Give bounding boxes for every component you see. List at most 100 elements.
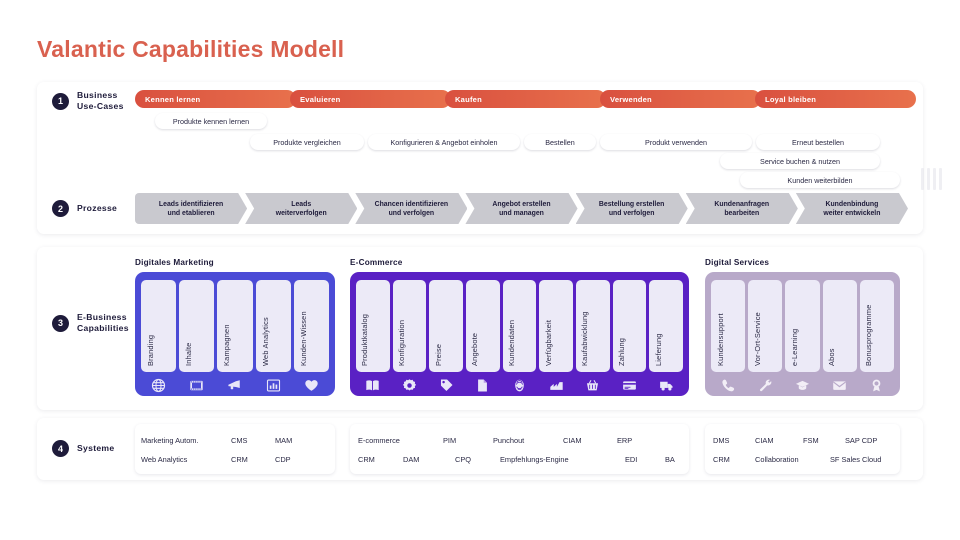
system-item[interactable]: CIAM xyxy=(563,436,582,445)
row-label-systeme: 4 Systeme xyxy=(52,440,114,457)
system-item[interactable]: PIM xyxy=(443,436,457,445)
system-item[interactable]: E-commerce xyxy=(358,436,400,445)
truck-icon xyxy=(649,378,683,393)
usecase-subitem-label: Konfigurieren & Angebot einholen xyxy=(390,137,498,147)
usecase-stage-pill[interactable]: Kaufen xyxy=(445,90,606,108)
system-item[interactable]: BA xyxy=(665,455,675,464)
system-item[interactable]: Punchout xyxy=(493,436,525,445)
capability-card[interactable]: Kaufabwicklung xyxy=(576,280,610,372)
system-item[interactable]: CPQ xyxy=(455,455,472,464)
capability-card[interactable]: Verfügbarkeit xyxy=(539,280,573,372)
system-item[interactable]: MAM xyxy=(275,436,293,445)
heart-icon xyxy=(294,378,329,393)
capability-label: Inhalte xyxy=(184,342,194,366)
phone-icon xyxy=(711,378,745,393)
capability-label: Abos xyxy=(827,348,837,366)
capability-label: Branding xyxy=(146,334,155,366)
capability-card[interactable]: Branding xyxy=(141,280,177,372)
capability-card[interactable]: e-Learning xyxy=(785,280,820,372)
bar-chart-icon xyxy=(256,378,291,393)
tag-icon xyxy=(429,378,463,393)
usecase-stage-label: Evaluieren xyxy=(300,94,341,104)
usecase-stage-pill[interactable]: Loyal bleiben xyxy=(755,90,916,108)
system-item[interactable]: Collaboration xyxy=(755,455,799,464)
usecase-stage-pill[interactable]: Kennen lernen xyxy=(135,90,296,108)
usecase-subitem[interactable]: Erneut bestellen xyxy=(756,134,880,150)
system-item[interactable]: CMS xyxy=(231,436,248,445)
usecase-subitem-label: Produkt verwenden xyxy=(645,137,707,147)
capability-card[interactable]: Kundendaten xyxy=(502,280,537,372)
usecase-subitem[interactable]: Produkte vergleichen xyxy=(250,134,364,150)
capability-card[interactable]: Kampagnen xyxy=(217,280,253,372)
capability-card[interactable]: Kundensupport xyxy=(711,280,746,372)
row-badge-2: 2 xyxy=(52,200,69,217)
process-label-line2: weiterverfolgen xyxy=(275,209,327,217)
system-item[interactable]: Marketing Autom. xyxy=(141,436,199,445)
capability-card[interactable]: Kunden-Wissen xyxy=(293,280,329,372)
system-item[interactable]: Web Analytics xyxy=(141,455,188,464)
usecase-subitem-label: Produkte vergleichen xyxy=(273,137,341,147)
capability-label: Web Analytics xyxy=(260,317,270,366)
process-label-line1: Leads identifizieren xyxy=(158,200,224,208)
system-item[interactable]: DMS xyxy=(713,436,730,445)
capability-card[interactable]: Preise xyxy=(429,280,463,372)
fingerprint-icon xyxy=(503,378,537,393)
row-label-text-2: Prozesse xyxy=(77,203,118,213)
row-label-prozesse: 2 Prozesse xyxy=(52,200,117,217)
capability-card[interactable]: Zahlung xyxy=(612,280,647,372)
capability-label: Kundensupport xyxy=(715,313,725,366)
usecase-subitem[interactable]: Konfigurieren & Angebot einholen xyxy=(368,134,520,150)
process-label-line2: und verfolgen xyxy=(388,209,435,217)
system-item[interactable]: EDI xyxy=(625,455,638,464)
system-item[interactable]: CIAM xyxy=(755,436,774,445)
system-item[interactable]: CDP xyxy=(275,455,291,464)
globe-icon xyxy=(141,378,176,393)
usecase-subitem[interactable]: Produkte kennen lernen xyxy=(155,113,267,129)
capability-card[interactable]: Angebote xyxy=(466,280,500,372)
system-item[interactable]: DAM xyxy=(403,455,420,464)
capability-card[interactable]: Vor-Ort-Service xyxy=(748,280,783,372)
system-item[interactable]: SAP CDP xyxy=(845,436,878,445)
system-item[interactable]: SF Sales Cloud xyxy=(830,455,882,464)
capability-card[interactable]: Inhalte xyxy=(179,280,215,372)
capability-card[interactable]: Bonusprogramme xyxy=(859,280,894,372)
capability-card[interactable]: Lieferung xyxy=(649,280,683,372)
usecase-subitem[interactable]: Service buchen & nutzen xyxy=(720,153,880,169)
capability-card[interactable]: Produktkatalog xyxy=(356,280,390,372)
systems-card: E-commerce PIM Punchout CIAM ERP CRM DAM CPQ Emp… xyxy=(350,424,689,474)
capability-label: Vor-Ort-Service xyxy=(752,312,762,366)
process-label-line1: Angebot erstellen xyxy=(492,200,551,208)
capability-card[interactable]: Web Analytics xyxy=(255,280,291,372)
usecase-subitem[interactable]: Produkt verwenden xyxy=(600,134,752,150)
usecase-stage-pill[interactable]: Evaluieren xyxy=(290,90,451,108)
usecase-stage-pill[interactable]: Verwenden xyxy=(600,90,761,108)
capability-card[interactable]: Abos xyxy=(822,280,857,372)
usecase-subitem[interactable]: Bestellen xyxy=(524,134,596,150)
usecase-subitem-label: Bestellen xyxy=(545,137,575,147)
system-item[interactable]: CRM xyxy=(231,455,248,464)
megaphone-icon xyxy=(217,378,252,393)
book-icon xyxy=(356,378,390,393)
system-item[interactable]: FSM xyxy=(803,436,819,445)
process-label-line2: bearbeiten xyxy=(724,209,760,217)
capability-label: Kundendaten xyxy=(506,319,516,366)
wrench-icon xyxy=(748,378,782,393)
system-item[interactable]: CRM xyxy=(358,455,375,464)
system-item[interactable]: CRM xyxy=(713,455,730,464)
capability-card[interactable]: Konfiguration xyxy=(392,280,427,372)
system-item[interactable]: Empfehlungs-Engine xyxy=(500,455,569,464)
capability-group-box: Branding Inhalte Kampagnen Web Analytics Kun… xyxy=(135,272,335,396)
row-badge-3: 3 xyxy=(52,314,69,332)
usecase-subitem[interactable]: Kunden weiterbilden xyxy=(740,172,900,188)
system-item[interactable]: ERP xyxy=(617,436,633,445)
